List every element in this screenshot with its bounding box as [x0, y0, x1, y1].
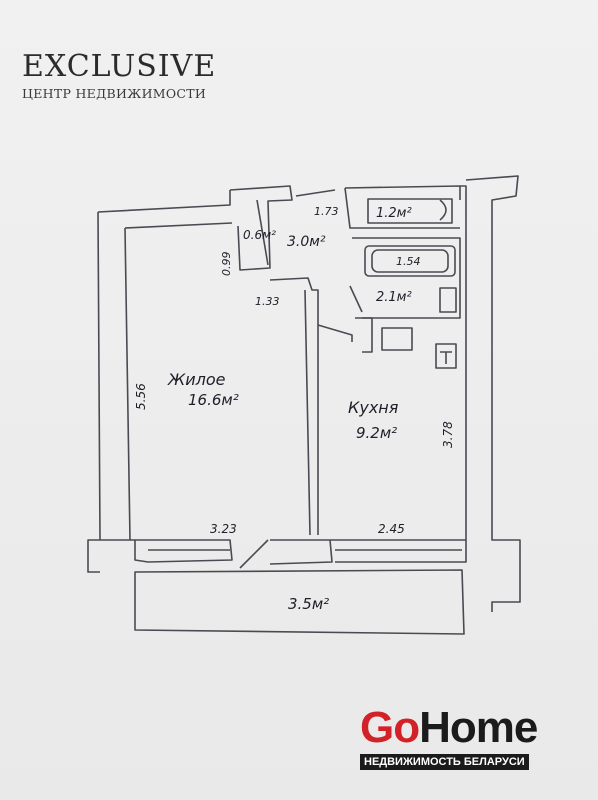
hall-door-top [295, 189, 336, 197]
bathtub-inner [371, 249, 449, 273]
dim-kitchen-width: 2.45 [378, 522, 405, 536]
bath-door [349, 285, 363, 313]
dim-closet-height: 0.99 [220, 252, 233, 277]
balcony-door [239, 539, 269, 569]
toilet-fixture [367, 198, 453, 224]
kitchen-name: Кухня [348, 398, 399, 417]
watermark-subtitle: ЦЕНТР НЕДВИЖИМОСТИ [22, 86, 207, 101]
dim-living-height: 5.56 [134, 383, 148, 410]
door-opening [269, 539, 333, 565]
kitchen-wall-stub [362, 317, 373, 353]
dim-kitchen-height: 3.78 [441, 421, 455, 448]
kitchen-area: 9.2м² [356, 424, 397, 442]
wc-bottom-wall [344, 187, 460, 229]
living-name: Жилое [167, 370, 226, 389]
top-left-wall [97, 190, 231, 213]
closet-door [256, 199, 269, 266]
logo-home: Home [419, 703, 538, 752]
logo-tagline: НЕДВИЖИМОСТЬ БЕЛАРУСИ [360, 754, 529, 770]
wc-top-wall [344, 185, 461, 200]
kitchen-window [330, 539, 467, 563]
living-left-wall [124, 227, 131, 541]
dim-hall-lower: 1.33 [255, 295, 280, 308]
exclusive-watermark: EXCLUSIVE ЦЕНТР НЕДВИЖИМОСТИ [22, 49, 222, 102]
toilet-bowl [439, 199, 447, 221]
right-outer-wall [465, 175, 521, 612]
dim-living-width: 3.23 [210, 522, 237, 536]
closet-wall [229, 185, 293, 271]
dim-hall-width: 1.73 [314, 205, 339, 218]
logo-go: Go [360, 703, 420, 752]
bathtub [364, 245, 456, 277]
partition-wall [269, 277, 319, 535]
watermark-title: EXCLUSIVE [22, 49, 217, 84]
kitchen-right-wall [460, 185, 467, 540]
sink-tap [440, 351, 452, 364]
left-stub [87, 539, 100, 573]
balcony-outline [134, 569, 465, 635]
kitchen-stove [381, 327, 413, 351]
bath-walls [352, 237, 461, 319]
dim-bath-tub: 1.54 [396, 255, 421, 268]
partition-inner [304, 289, 311, 536]
living-area: 16.6м² [188, 391, 239, 409]
kitchen-door [317, 324, 353, 342]
living-top-wall [124, 222, 233, 229]
gohome-logo: GoHome НЕДВИЖИМОСТЬ БЕЛАРУСИ [360, 706, 560, 770]
bath-area: 2.1м² [376, 290, 412, 305]
hall-area: 3.0м² [287, 234, 326, 250]
toilet-area: 1.2м² [376, 206, 412, 221]
gohome-wordmark: GoHome [360, 706, 560, 750]
kitchen-sink [435, 343, 457, 369]
balcony-area: 3.5м² [288, 595, 329, 613]
closet-area: 0.6м² [243, 228, 276, 242]
sink [439, 287, 457, 313]
living-window [134, 539, 233, 563]
